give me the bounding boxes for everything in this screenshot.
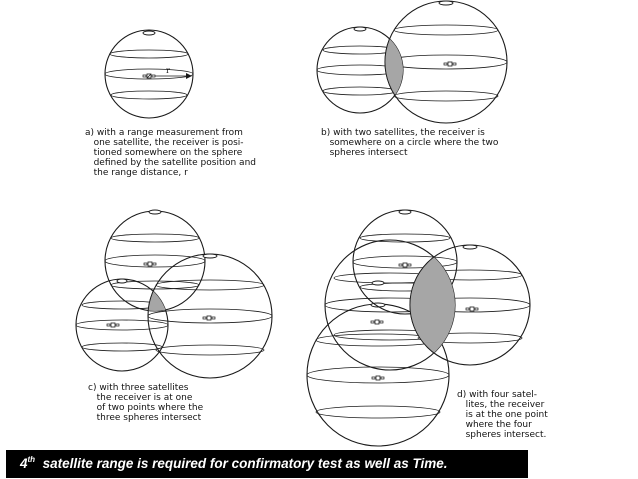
- satellite-icon: [465, 306, 479, 312]
- satellite-icon: [371, 375, 385, 381]
- footer-text: satellite range is required for confirma…: [42, 456, 448, 471]
- caption-b: b) with two satellites, the receiver is …: [321, 128, 499, 158]
- intersection-circle-b: [384, 27, 403, 113]
- sphere-b2: [384, 0, 508, 124]
- intersection-lens-d: [409, 244, 455, 366]
- footer-ordinal-suffix: th: [27, 455, 36, 464]
- sphere-c1: [147, 253, 273, 379]
- range-arrow-icon: r: [155, 66, 192, 79]
- sphere-d4: [306, 302, 450, 447]
- satellite-icon: [202, 315, 216, 321]
- sphere-c3: [75, 278, 169, 372]
- satellite-icon: [370, 319, 384, 325]
- panel-b-figure: [316, 0, 508, 124]
- satellite-icon: [443, 61, 457, 67]
- sphere-b1: [316, 26, 404, 114]
- panel-a-figure: r: [104, 29, 194, 119]
- satellite-icon: [398, 262, 412, 268]
- caption-c: c) with three satellites the receiver is…: [88, 383, 204, 423]
- footer-banner: 4th satellite range is required for conf…: [6, 450, 528, 478]
- range-symbol-label: r: [166, 66, 170, 75]
- panel-d-figure: [306, 209, 531, 447]
- footer-ordinal-number: 4: [20, 456, 28, 471]
- panel-c-figure: [75, 209, 273, 379]
- caption-a: a) with a range measurement from one sat…: [85, 128, 256, 178]
- sphere-a1: [104, 29, 194, 119]
- caption-d: d) with four satel- lites, the receiver …: [457, 390, 548, 440]
- satellite-icon: [143, 261, 157, 267]
- satellite-icon: [142, 73, 156, 79]
- spheres-diagram: r: [75, 0, 531, 447]
- satellite-icon: [106, 322, 120, 328]
